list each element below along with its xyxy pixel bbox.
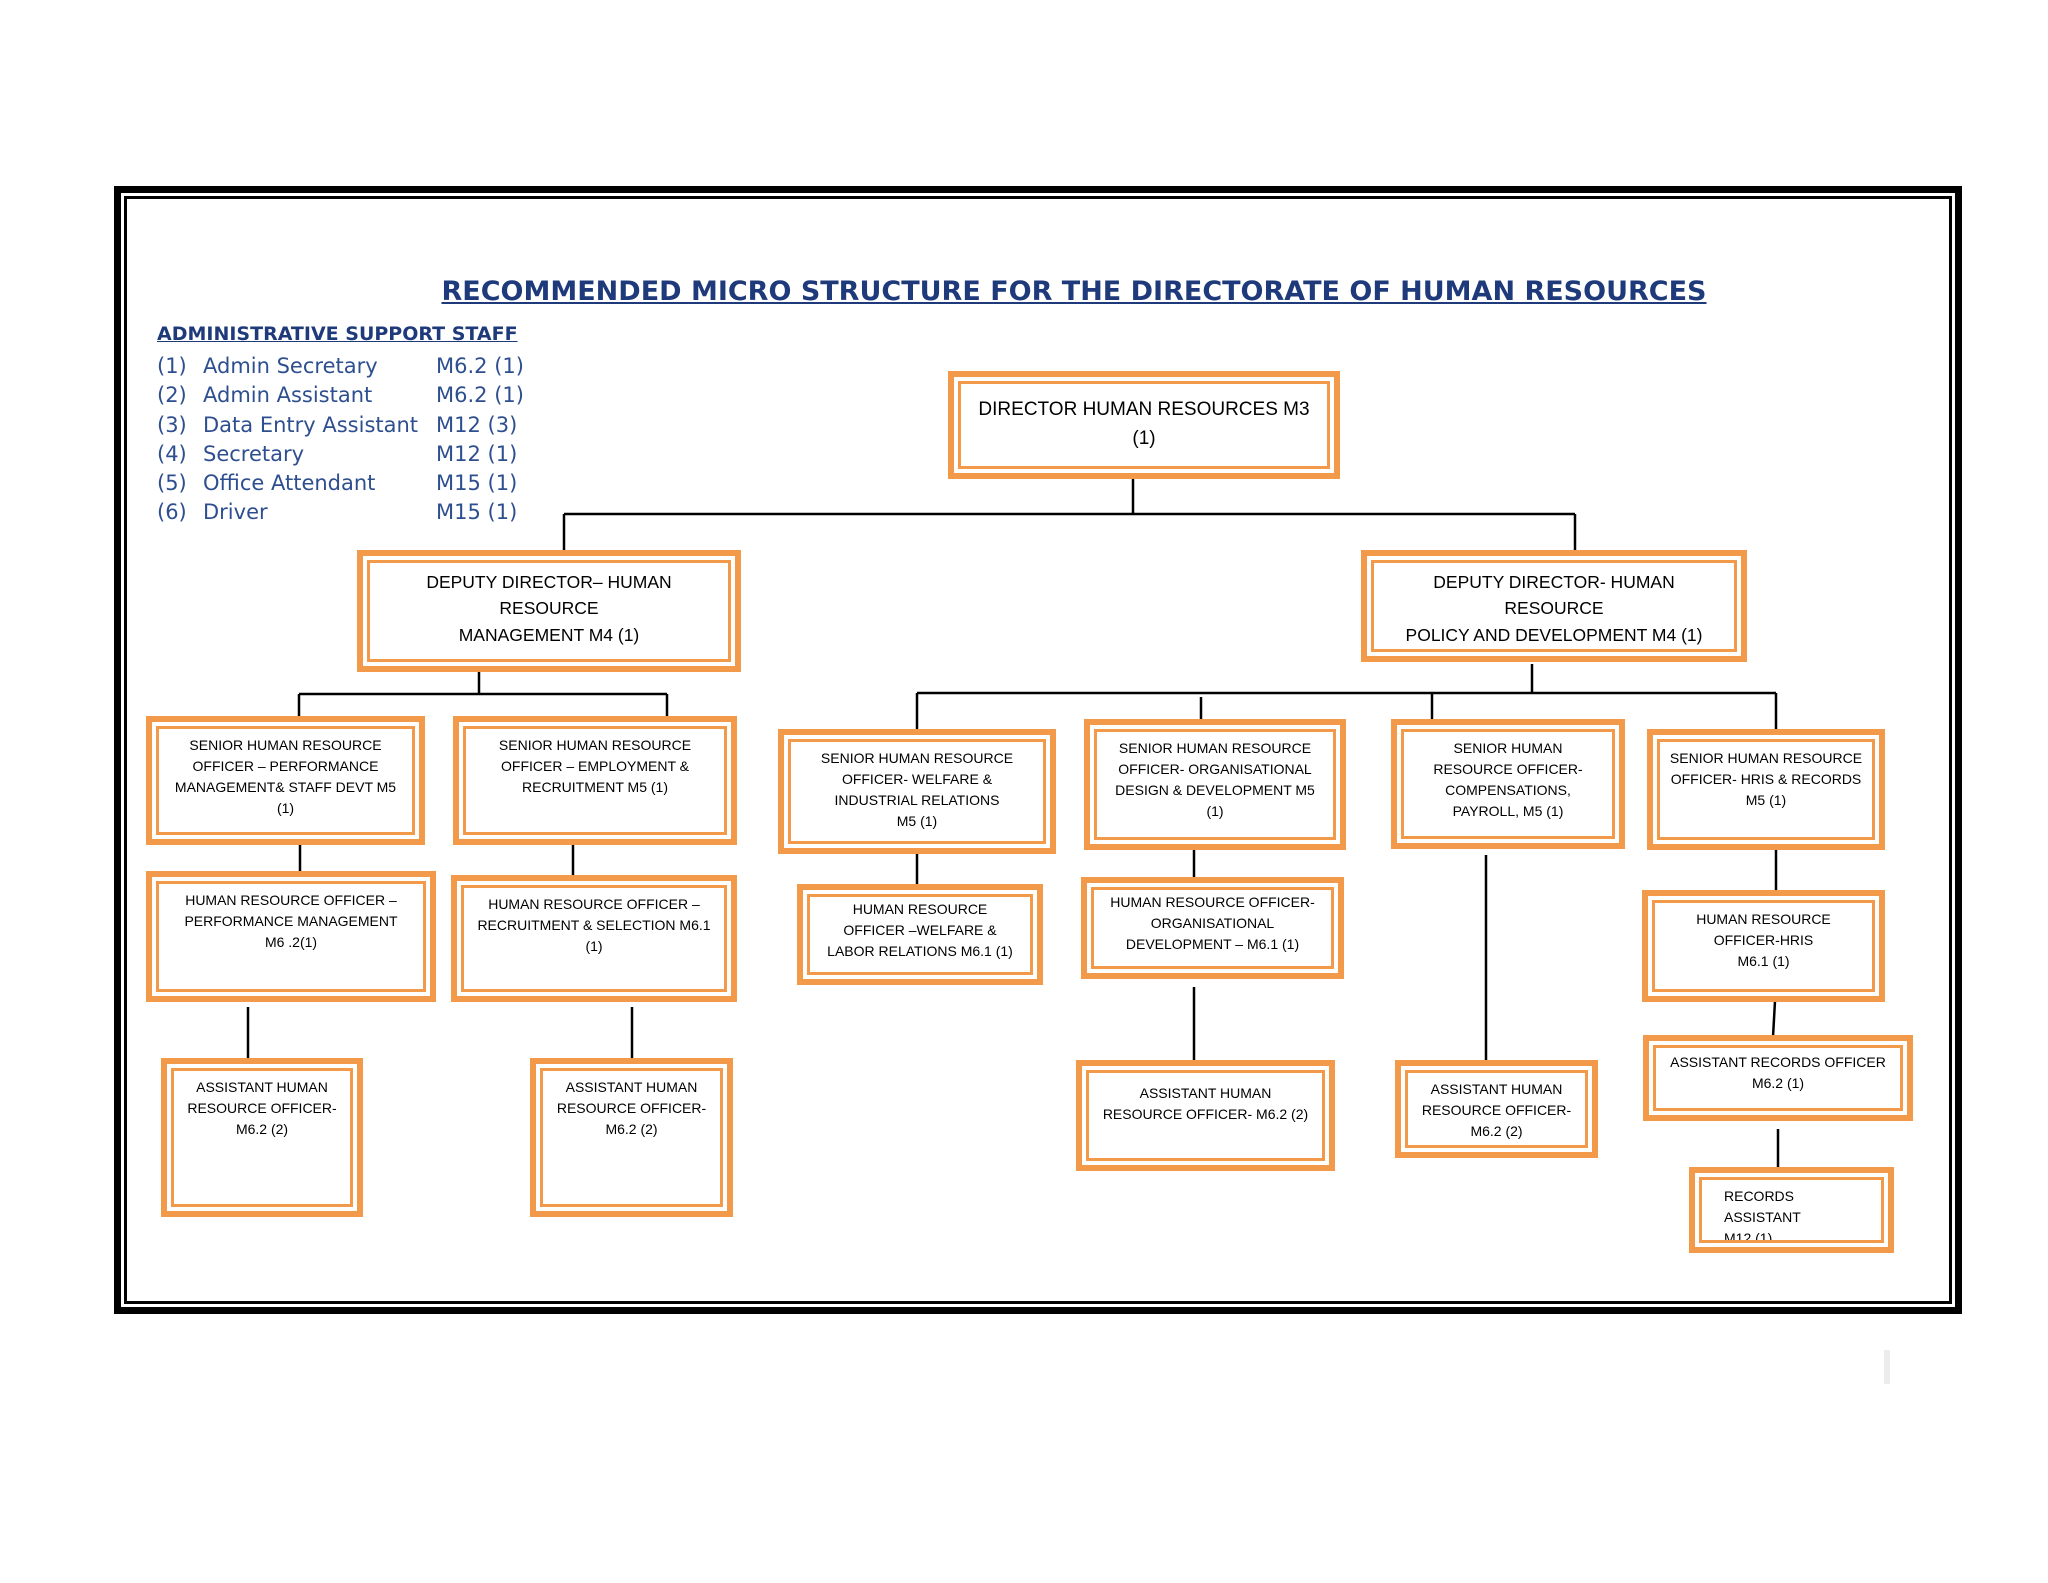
admin-item-title: Admin Secretary [203, 354, 378, 378]
hro-performance-box: HUMAN RESOURCE OFFICER – PERFORMANCE MAN… [146, 871, 436, 1002]
asst-hro-recruitment-box: ASSISTANT HUMAN RESOURCE OFFICER- M6.2 (… [530, 1058, 733, 1217]
asst-hro-performance-box: ASSISTANT HUMAN RESOURCE OFFICER- M6.2 (… [161, 1058, 363, 1217]
admin-support-item: (1) Admin Secretary M6.2 (1) [157, 352, 577, 381]
admin-item-number: (3) [157, 412, 187, 437]
asst-hro-compensation-box: ASSISTANT HUMAN RESOURCE OFFICER- M6.2 (… [1395, 1060, 1598, 1158]
deputy-director-policy-box: DEPUTY DIRECTOR- HUMAN RESOURCE POLICY A… [1361, 550, 1747, 662]
director-label: DIRECTOR HUMAN RESOURCES M3 (1) [958, 381, 1330, 469]
senior-hro-performance-box: SENIOR HUMAN RESOURCE OFFICER – PERFORMA… [146, 716, 425, 845]
senior-hro-org-design-box: SENIOR HUMAN RESOURCE OFFICER- ORGANISAT… [1084, 719, 1346, 850]
deputy-director-hrm-box: DEPUTY DIRECTOR– HUMAN RESOURCE MANAGEME… [357, 550, 741, 672]
admin-item-grade: M6.2 (1) [436, 354, 524, 378]
director-box: DIRECTOR HUMAN RESOURCES M3 (1) [948, 371, 1340, 479]
senior-hro-hris-box: SENIOR HUMAN RESOURCE OFFICER- HRIS & RE… [1647, 729, 1885, 850]
asst-records-officer-label: ASSISTANT RECORDS OFFICER M6.2 (1) [1653, 1045, 1903, 1111]
page-title: RECOMMENDED MICRO STRUCTURE FOR THE DIRE… [441, 276, 1707, 307]
records-assistant-label: RECORDS ASSISTANT M12 (1) [1699, 1177, 1884, 1243]
admin-item-title: Driver [203, 500, 268, 522]
senior-hro-welfare-box: SENIOR HUMAN RESOURCE OFFICER- WELFARE &… [778, 729, 1056, 854]
asst-hro-org-dev-label: ASSISTANT HUMAN RESOURCE OFFICER- M6.2 (… [1086, 1070, 1325, 1161]
admin-item-grade: M15 (1) [436, 471, 518, 496]
asst-hro-org-dev-box: ASSISTANT HUMAN RESOURCE OFFICER- M6.2 (… [1076, 1060, 1335, 1171]
admin-item-number: (5) [157, 471, 187, 496]
senior-hro-employment-box: SENIOR HUMAN RESOURCE OFFICER – EMPLOYME… [453, 716, 737, 845]
senior-hro-hris-label: SENIOR HUMAN RESOURCE OFFICER- HRIS & RE… [1657, 739, 1875, 840]
senior-hro-performance-label: SENIOR HUMAN RESOURCE OFFICER – PERFORMA… [156, 726, 415, 835]
page-border-outer [114, 186, 1962, 1314]
admin-support-item: (6) Driver M15 (1) [157, 498, 577, 522]
asst-hro-compensation-label: ASSISTANT HUMAN RESOURCE OFFICER- M6.2 (… [1405, 1070, 1588, 1148]
hro-welfare-label: HUMAN RESOURCE OFFICER –WELFARE & LABOR … [807, 894, 1033, 975]
page-border-inner [124, 196, 1952, 1304]
admin-support-heading: ADMINISTRATIVE SUPPORT STAFF [157, 323, 518, 345]
hro-recruitment-box: HUMAN RESOURCE OFFICER – RECRUITMENT & S… [451, 875, 737, 1002]
admin-item-number: (6) [157, 500, 187, 522]
admin-support-item: (4) Secretary M12 (1) [157, 440, 577, 469]
records-assistant-box: RECORDS ASSISTANT M12 (1) [1689, 1167, 1894, 1253]
admin-item-grade: M12 (3) [436, 412, 518, 437]
admin-item-title: Data Entry Assistant [203, 412, 419, 437]
hro-org-dev-label: HUMAN RESOURCE OFFICER- ORGANISATIONAL D… [1091, 887, 1334, 969]
admin-item-number: (1) [157, 354, 187, 378]
hro-welfare-box: HUMAN RESOURCE OFFICER –WELFARE & LABOR … [797, 884, 1043, 985]
deputy-director-policy-label: DEPUTY DIRECTOR- HUMAN RESOURCE POLICY A… [1371, 560, 1737, 652]
senior-hro-welfare-label: SENIOR HUMAN RESOURCE OFFICER- WELFARE &… [788, 739, 1046, 844]
asst-hro-performance-label: ASSISTANT HUMAN RESOURCE OFFICER- M6.2 (… [171, 1068, 353, 1207]
admin-item-grade: M12 (1) [436, 441, 518, 466]
hro-org-dev-box: HUMAN RESOURCE OFFICER- ORGANISATIONAL D… [1081, 877, 1344, 979]
hro-hris-label: HUMAN RESOURCE OFFICER-HRIS M6.1 (1) [1652, 900, 1875, 992]
connector [1771, 1000, 1777, 1038]
admin-item-number: (4) [157, 441, 187, 466]
admin-support-item: (5) Office Attendant M15 (1) [157, 469, 577, 498]
admin-item-title: Office Attendant [203, 471, 376, 496]
admin-item-number: (2) [157, 383, 187, 408]
admin-item-title: Admin Assistant [203, 383, 373, 408]
hro-recruitment-label: HUMAN RESOURCE OFFICER – RECRUITMENT & S… [461, 885, 727, 992]
hro-hris-box: HUMAN RESOURCE OFFICER-HRIS M6.1 (1) [1642, 890, 1885, 1002]
senior-hro-employment-label: SENIOR HUMAN RESOURCE OFFICER – EMPLOYME… [463, 726, 727, 835]
asst-hro-recruitment-label: ASSISTANT HUMAN RESOURCE OFFICER- M6.2 (… [540, 1068, 723, 1207]
admin-support-item: (3) Data Entry Assistant M12 (3) [157, 411, 577, 440]
senior-hro-org-design-label: SENIOR HUMAN RESOURCE OFFICER- ORGANISAT… [1094, 729, 1336, 840]
hro-performance-label: HUMAN RESOURCE OFFICER – PERFORMANCE MAN… [156, 881, 426, 992]
senior-hro-compensation-label: SENIOR HUMAN RESOURCE OFFICER- COMPENSAT… [1401, 729, 1615, 839]
admin-item-title: Secretary [203, 441, 305, 466]
admin-item-grade: M6.2 (1) [436, 383, 524, 408]
admin-support-item: (2) Admin Assistant M6.2 (1) [157, 381, 577, 410]
senior-hro-compensation-box: SENIOR HUMAN RESOURCE OFFICER- COMPENSAT… [1391, 719, 1625, 849]
admin-item-grade: M15 (1) [436, 500, 518, 522]
asst-records-officer-box: ASSISTANT RECORDS OFFICER M6.2 (1) [1643, 1035, 1913, 1121]
page-edge-mark [1884, 1350, 1890, 1384]
deputy-director-hrm-label: DEPUTY DIRECTOR– HUMAN RESOURCE MANAGEME… [367, 560, 731, 662]
